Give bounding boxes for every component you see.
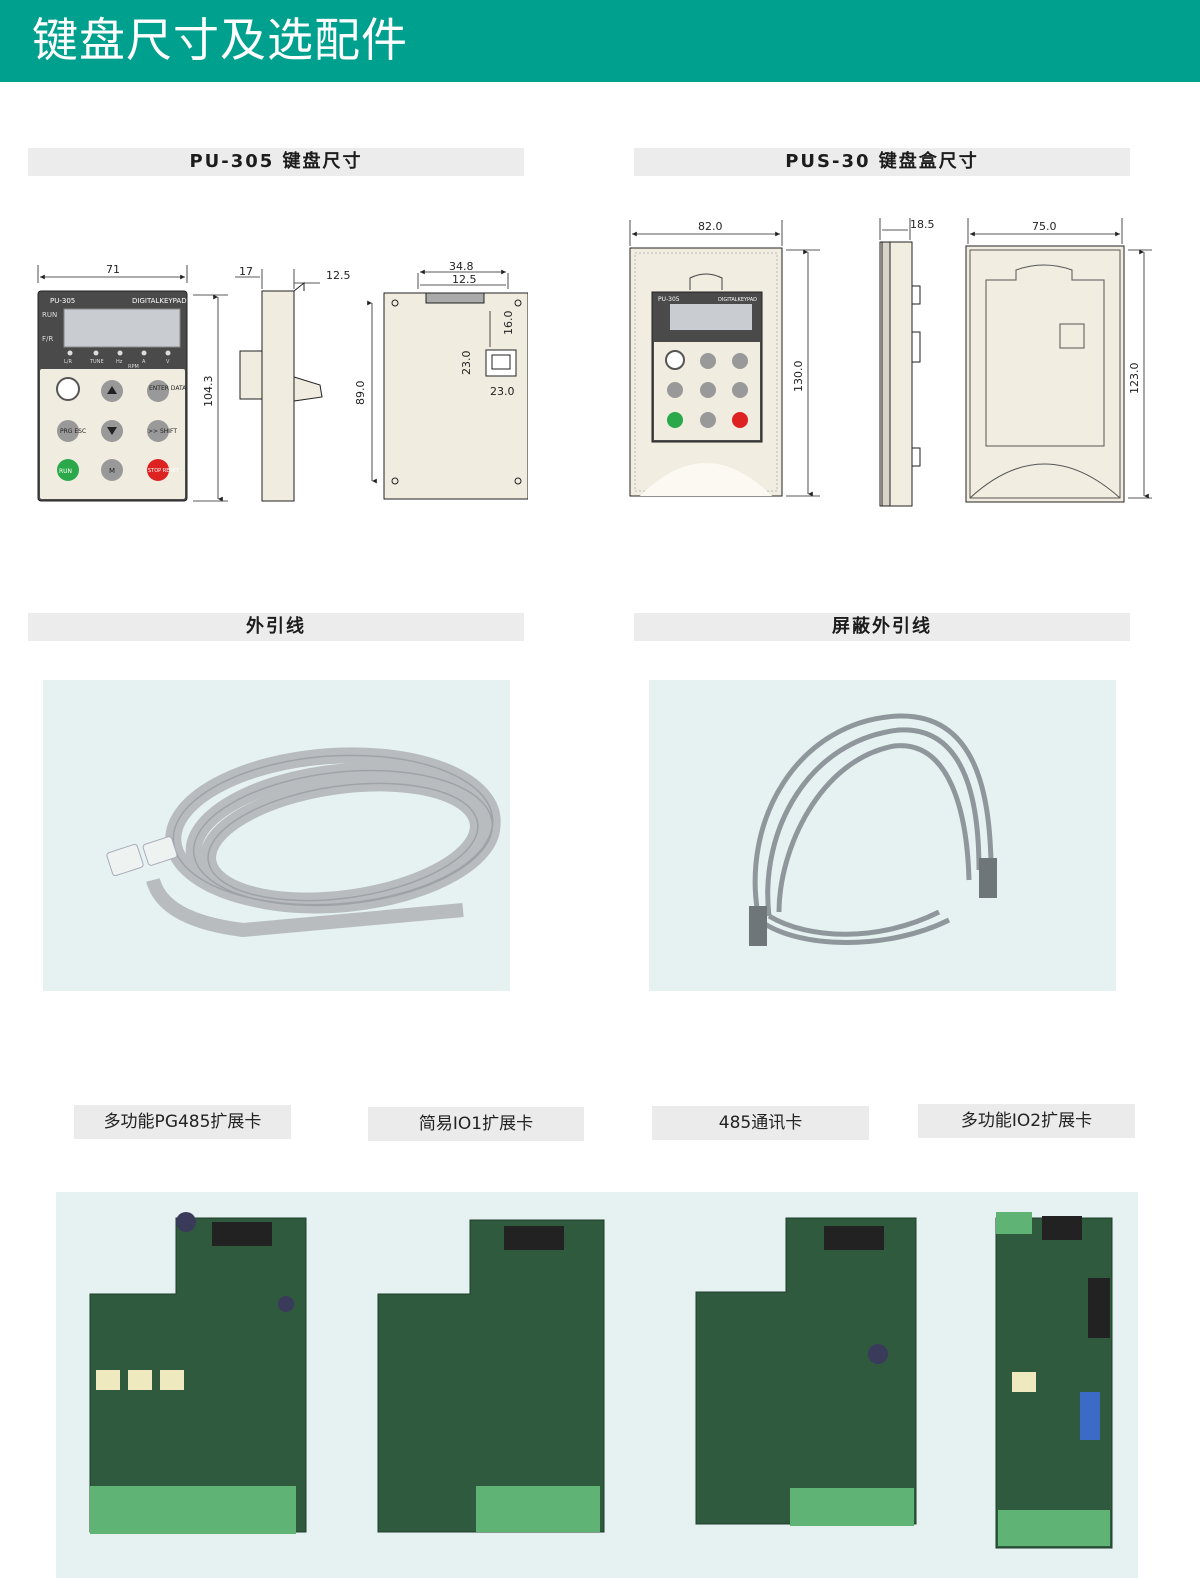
keypad-display-screen — [63, 308, 181, 348]
key-run-label: RUN — [59, 468, 72, 475]
key-prg-label: PRG ESC — [60, 428, 86, 435]
dim-height-label: 104.3 — [202, 376, 215, 408]
box-keypad-brand: PU-305 — [658, 296, 680, 303]
keypad-box-back — [965, 245, 1125, 503]
box-dim-back-width-label: 75.0 — [1032, 220, 1057, 233]
rj45-port-icon — [485, 349, 517, 377]
pu305-dimension-drawing: 71 PU-305 DIGITALKEYPAD RUN F/R L/R TUNE… — [37, 260, 528, 502]
dim-back-slot-label: 12.5 — [452, 273, 477, 286]
card-label-io2: 多功能IO2扩展卡 — [918, 1104, 1135, 1138]
dim-depth-label: 17 — [239, 265, 253, 278]
key-m — [101, 459, 123, 481]
keypad-subtitle-text: DIGITALKEYPAD — [132, 297, 187, 305]
keypad-brand-text: PU-305 — [50, 297, 75, 305]
key-enter-label: ENTER DATA — [149, 385, 187, 392]
dim-port-top-label: 16.0 — [502, 311, 515, 336]
key-stop — [147, 459, 169, 481]
key-prg — [57, 420, 79, 442]
keypad-led-row — [67, 350, 171, 356]
pus30-dimension-drawing: 82.0 PU-305 DIGITALKEYPAD 130.0 18.5 75.… — [629, 218, 1152, 507]
keypad-side-view — [261, 290, 295, 502]
keypad-back-view — [383, 292, 528, 500]
flat-ribbon-cable-photo — [43, 680, 510, 991]
board-485 — [695, 1217, 917, 1526]
keypad-indicator-run: RUN — [42, 311, 57, 319]
key-shift-label: >> SHIFT — [148, 428, 177, 435]
keypad-indicator-fr: F/R — [42, 335, 53, 343]
page-title: 键盘尺寸及选配件 — [32, 13, 408, 67]
dim-port-h-label: 23.0 — [460, 351, 473, 376]
section-header-shielded-cable: 屏蔽外引线 — [634, 613, 1130, 641]
section-header-external-cable: 外引线 — [28, 613, 524, 641]
shielded-cable-icon — [749, 713, 997, 946]
box-dim-height-label: 130.0 — [792, 361, 805, 393]
card-label-io1: 简易IO1扩展卡 — [368, 1107, 584, 1141]
rpm-label: RPM — [128, 364, 139, 370]
expansion-cards-photo — [56, 1192, 1138, 1578]
board-io1 — [377, 1219, 605, 1533]
box-dim-depth-label: 18.5 — [910, 218, 935, 231]
circuit-board-icon — [89, 1212, 1113, 1549]
knob-icon — [56, 377, 80, 401]
box-keypad-subtitle: DIGITALKEYPAD — [718, 297, 757, 303]
dim-port-w-label: 23.0 — [490, 385, 515, 398]
key-stop-label: STOP RESET — [148, 468, 180, 474]
board-pg485 — [89, 1212, 307, 1534]
dim-back-width-label: 34.8 — [449, 260, 474, 273]
card-label-485: 485通讯卡 — [652, 1106, 869, 1140]
section-header-keypad-box-dimensions: PUS-30 键盘盒尺寸 — [634, 148, 1130, 176]
led-label-hz: Hz — [116, 359, 123, 365]
key-m-label: M — [109, 467, 115, 475]
box-dim-back-height-label: 123.0 — [1128, 363, 1141, 395]
dim-back-height-label: 89.0 — [354, 381, 367, 406]
card-label-pg485: 多功能PG485扩展卡 — [74, 1105, 291, 1139]
led-label-lr: L/R — [64, 359, 72, 365]
flat-ribbon-cable-icon — [106, 747, 501, 938]
dim-width-label: 71 — [106, 263, 120, 276]
key-enter — [147, 380, 169, 402]
board-io2 — [995, 1212, 1113, 1549]
section-header-keypad-dimensions: PU-305 键盘尺寸 — [28, 148, 524, 176]
header-bar: 键盘尺寸及选配件 — [0, 0, 1200, 82]
dim-depth2-label: 12.5 — [326, 269, 351, 282]
key-shift — [147, 420, 169, 442]
led-label-tune: TUNE — [89, 359, 104, 365]
shielded-cable-photo — [649, 680, 1116, 991]
key-run — [57, 459, 79, 481]
led-label-a: A — [142, 359, 146, 365]
box-dim-width-label: 82.0 — [698, 220, 723, 233]
led-label-v: V — [166, 359, 170, 365]
